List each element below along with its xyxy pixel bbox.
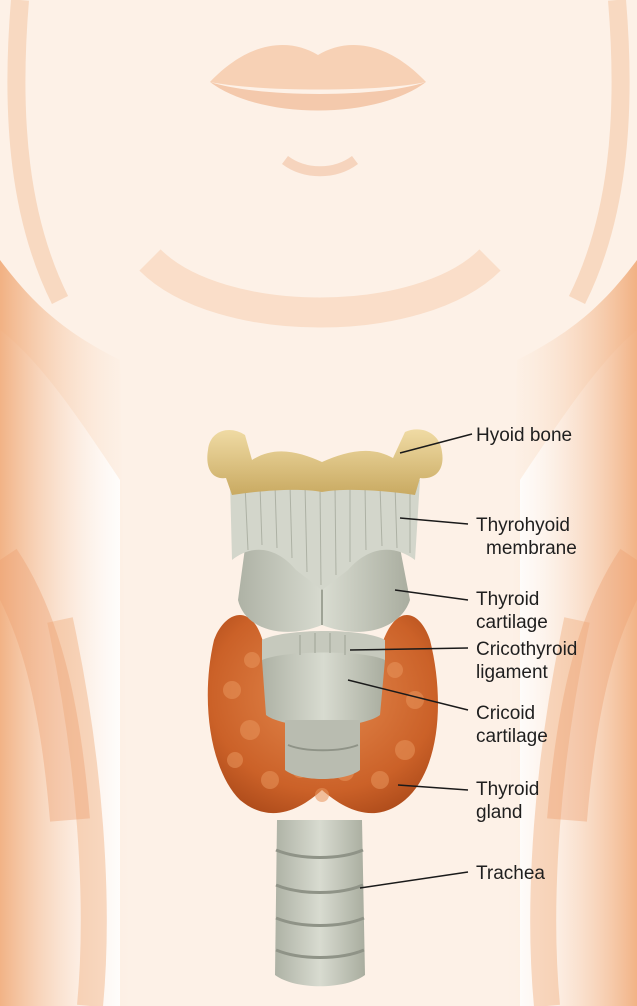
label-trachea: Trachea (476, 862, 545, 885)
label-thyrohyoid-membrane-line1: Thyrohyoid (476, 514, 577, 537)
label-thyroid-cartilage-line1: Thyroid (476, 588, 548, 611)
label-cricothyroid-ligament-line1: Cricothyroid (476, 638, 577, 661)
label-cricoid-cartilage: Cricoid cartilage (476, 702, 548, 748)
label-thyrohyoid-membrane-line2: membrane (476, 537, 577, 560)
label-thyroid-cartilage: Thyroid cartilage (476, 588, 548, 634)
label-cricoid-cartilage-line2: cartilage (476, 725, 548, 748)
label-cricoid-cartilage-line1: Cricoid (476, 702, 548, 725)
trachea (275, 820, 365, 986)
label-thyroid-gland: Thyroid gland (476, 778, 539, 824)
label-thyroid-cartilage-line2: cartilage (476, 611, 548, 634)
label-thyroid-gland-line1: Thyroid (476, 778, 539, 801)
label-hyoid-bone-line1: Hyoid bone (476, 424, 572, 447)
label-thyroid-gland-line2: gland (476, 801, 539, 824)
label-thyrohyoid-membrane: Thyrohyoid membrane (476, 514, 577, 560)
label-hyoid-bone: Hyoid bone (476, 424, 572, 447)
label-cricothyroid-ligament-line2: ligament (476, 661, 577, 684)
label-cricothyroid-ligament: Cricothyroid ligament (476, 638, 577, 684)
label-trachea-line1: Trachea (476, 862, 545, 885)
